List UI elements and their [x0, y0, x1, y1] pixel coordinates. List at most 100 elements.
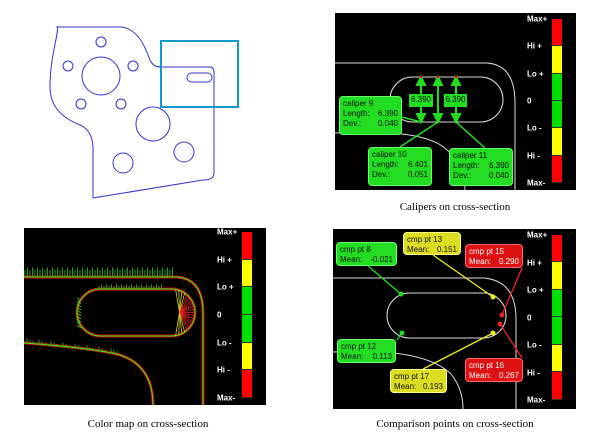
length-value: 6.390: [488, 161, 509, 170]
deviation-whisker: [179, 312, 194, 323]
caliper-value-label: 6.390: [444, 94, 467, 107]
deviation-whisker: [76, 312, 82, 317]
callout-title: caliper 9: [343, 99, 374, 108]
length-label: Length:: [453, 161, 480, 170]
callout-title: caliper 10: [372, 150, 407, 159]
deviation-whisker: [179, 291, 183, 313]
color-scale-segment-red: [242, 370, 252, 398]
mean-label: Mean:: [469, 257, 492, 266]
color-scale-label: Lo +: [527, 285, 544, 295]
caption: Calipers on cross-section: [399, 201, 511, 213]
color-scale-segment-yellow: [552, 344, 562, 373]
color-scale-label: Hi -: [217, 365, 230, 375]
callout-title: cmp pt 15: [469, 247, 505, 256]
color-scale-label: Max-: [527, 178, 546, 188]
color-scale-segment-red: [552, 19, 562, 47]
color-scale-segment-red: [552, 235, 562, 263]
deviation-whisker: [76, 297, 82, 302]
comparison-point-callout[interactable]: cmp pt 13 Mean:0.151: [403, 232, 461, 255]
mean-value: 0.267: [498, 371, 519, 380]
color-scale-label: Max+: [527, 230, 548, 240]
deviation-whisker: [76, 300, 82, 305]
dev-value: 0.040: [488, 171, 509, 180]
color-scale-bar: [552, 19, 562, 183]
calipers-panel: 6.390 6.390 caliper 9 Length: 6.390 Dev.:…: [335, 13, 576, 190]
color-scale-bar: [242, 232, 252, 398]
deviation-whisker: [179, 312, 192, 326]
color-scale-label: 0: [527, 96, 532, 106]
comparison-point-callout[interactable]: cmp pt 17 Mean:0.193: [390, 369, 447, 393]
color-scale-label: Hi -: [527, 151, 540, 161]
deviation-whisker: [178, 290, 180, 313]
region-of-interest-box: [160, 40, 239, 108]
dev-value: 0.051: [407, 170, 428, 179]
caliper-value-label: 6.390: [409, 94, 433, 107]
length-value: 6.390: [377, 109, 398, 118]
deviation-whisker: [179, 312, 188, 331]
length-label: Length:: [372, 160, 399, 169]
caliper-callout[interactable]: caliper 10 Length:6.401 Dev.:0.051: [368, 147, 432, 186]
color-scale-segment-red: [552, 372, 562, 400]
color-scale-label: Lo -: [527, 340, 542, 350]
color-scale-bar: [552, 235, 562, 400]
deviation-whisker: [179, 312, 195, 320]
mean-label: Mean:: [407, 245, 430, 254]
color-scale-label: Hi +: [527, 258, 542, 267]
deviation-whisker: [179, 312, 195, 317]
color-scale-label: Max-: [527, 395, 546, 405]
length-value: 6.401: [407, 160, 428, 169]
color-scale-label: Hi -: [527, 368, 540, 377]
deviation-whisker: [76, 321, 82, 326]
color-scale-label: Max+: [217, 228, 238, 237]
deviation-whisker: [179, 294, 188, 313]
mean-value: 0.113: [372, 352, 392, 361]
deviation-whisker: [179, 305, 195, 313]
length-label: Length:: [343, 109, 370, 118]
mean-label: Mean:: [394, 382, 417, 391]
dev-value: 0.040: [377, 119, 398, 128]
deviation-whisker: [179, 299, 192, 313]
deviation-whisker: [76, 306, 82, 311]
comparison-point-callout[interactable]: cmp pt 16 Mean:0.267: [465, 358, 523, 382]
color-scale-segment-green: [552, 289, 562, 318]
caliper-callout[interactable]: caliper 9 Length:6.390 Dev.:0.040: [339, 96, 402, 135]
callout-title: cmp pt 12: [341, 342, 377, 351]
color-scale-label: Lo +: [527, 69, 544, 79]
part-drawing: [49, 26, 239, 199]
color-scale-segment-yellow: [242, 259, 252, 288]
color-scale-segment-red: [552, 155, 562, 183]
deviation-whisker: [179, 312, 190, 328]
mean-label: Mean:: [469, 371, 492, 380]
callout-title: cmp pt 13: [407, 235, 443, 244]
color-scale-segment-red: [242, 232, 252, 260]
deviation-whisker: [179, 312, 186, 333]
deviation-whisker: [76, 318, 82, 323]
color-scale-label: Hi +: [217, 255, 232, 265]
deviation-whisker: [76, 315, 82, 320]
caption: Comparison points on cross-section: [376, 418, 534, 430]
comparison-point-callout[interactable]: cmp pt 15 Mean:0.290: [465, 244, 523, 268]
color-scale-segment-yellow: [552, 46, 562, 74]
color-scale-segment-green: [242, 287, 252, 315]
deviation-whisker: [76, 303, 82, 308]
slot: [186, 72, 213, 83]
color-scale-segment-green: [552, 317, 562, 345]
comparison-point-callout[interactable]: cmp pt 8 Mean:-0.021: [336, 242, 397, 266]
caliper-callout[interactable]: caliper 11 Length: 6.390 Dev.: 0.040: [449, 148, 513, 186]
deviation-whisker: [179, 312, 183, 334]
color-scale-segment-green: [242, 314, 252, 343]
color-scale-segment-green: [552, 100, 562, 129]
mean-value: -0.021: [370, 255, 393, 264]
deviation-whisker: [179, 292, 186, 313]
deviation-whisker: [179, 302, 194, 313]
comparison-panel: cmp pt 8 Mean:-0.021 cmp pt 13 Mean:0.15…: [333, 229, 576, 409]
color-scale-label: Lo -: [217, 338, 232, 348]
color-scale-label: Max+: [527, 14, 548, 24]
dev-label: Dev.:: [453, 171, 472, 180]
callout-title: cmp pt 17: [394, 372, 430, 381]
color-scale-label: 0: [217, 310, 222, 320]
color-scale-segment-yellow: [552, 128, 562, 156]
comparison-point-callout[interactable]: cmp pt 12 Mean:0.113: [337, 339, 396, 363]
part-outline: [49, 26, 215, 199]
callout-title: caliper 11: [453, 151, 488, 160]
